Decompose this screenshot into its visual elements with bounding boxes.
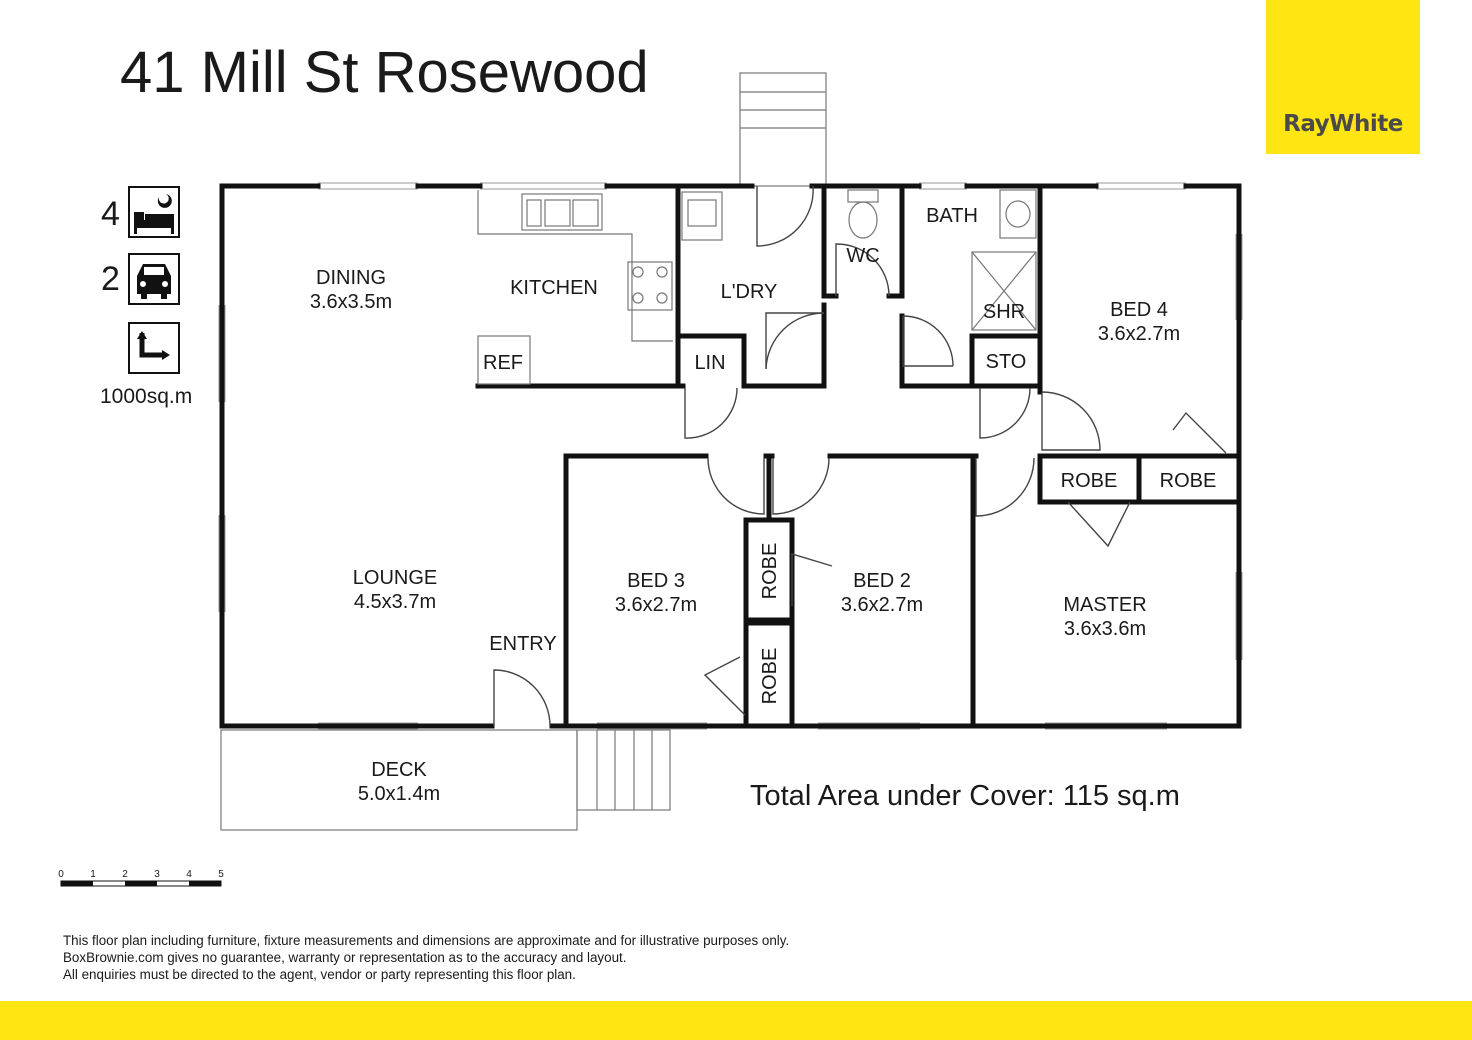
size-master: 3.6x3.6m xyxy=(1064,618,1146,640)
label-bed2: BED 2 xyxy=(853,570,911,592)
front-steps xyxy=(739,72,827,187)
label-ref: REF xyxy=(483,352,523,374)
land-area-icon xyxy=(128,322,180,374)
parking-count: 2 xyxy=(101,260,120,298)
scale-bar: 0 1 2 3 4 5 xyxy=(58,869,224,887)
scale-label: 3 xyxy=(154,869,160,880)
label-robe-upper: ROBE xyxy=(759,543,781,600)
scale-label: 5 xyxy=(218,869,224,880)
label-entry: ENTRY xyxy=(489,633,556,655)
size-bed3: 3.6x2.7m xyxy=(615,594,697,616)
total-area: Total Area under Cover: 115 sq.m xyxy=(750,780,1180,812)
footer-brand-bar xyxy=(0,1001,1472,1040)
label-dining: DINING xyxy=(316,267,386,289)
disclaimer-line: BoxBrownie.com gives no guarantee, warra… xyxy=(63,950,627,965)
label-deck: DECK xyxy=(371,759,427,781)
label-linen: LIN xyxy=(694,352,725,374)
label-storage: STO xyxy=(986,351,1027,373)
size-dining: 3.6x3.5m xyxy=(310,291,392,313)
bed-icon xyxy=(128,186,180,238)
raywhite-logo: RayWhite xyxy=(1266,0,1420,154)
scale-label: 1 xyxy=(90,869,96,880)
room-labels: DINING 3.6x3.5m KITCHEN REF L'DRY LIN WC… xyxy=(310,205,1216,805)
label-bath: BATH xyxy=(926,205,978,227)
label-laundry: L'DRY xyxy=(721,281,778,303)
label-shower: SHR xyxy=(983,301,1025,323)
brand-name: RayWhite xyxy=(1283,111,1403,137)
scale-label: 2 xyxy=(122,869,128,880)
label-bed3: BED 3 xyxy=(627,570,685,592)
rear-steps xyxy=(576,729,671,811)
label-robe-lower: ROBE xyxy=(759,648,781,705)
size-bed4: 3.6x2.7m xyxy=(1098,323,1180,345)
label-bed4: BED 4 xyxy=(1110,299,1168,321)
walls xyxy=(219,183,1242,729)
property-title: 41 Mill St Rosewood xyxy=(120,40,649,105)
doors xyxy=(493,185,1227,727)
label-kitchen: KITCHEN xyxy=(510,277,598,299)
disclaimer: This floor plan including furniture, fix… xyxy=(63,932,789,983)
size-bed2: 3.6x2.7m xyxy=(841,594,923,616)
label-lounge: LOUNGE xyxy=(353,567,437,589)
scale-label: 4 xyxy=(186,869,192,880)
bedroom-count: 4 xyxy=(101,195,120,233)
windows xyxy=(218,182,1243,730)
scale-label: 0 xyxy=(58,869,64,880)
size-lounge: 4.5x3.7m xyxy=(354,591,436,613)
label-robe-bed4: ROBE xyxy=(1160,470,1217,492)
disclaimer-line: All enquiries must be directed to the ag… xyxy=(63,967,576,982)
disclaimer-line: This floor plan including furniture, fix… xyxy=(63,933,790,948)
label-robe-master: ROBE xyxy=(1061,470,1118,492)
label-wc: WC xyxy=(846,245,879,267)
kitchen-fixtures xyxy=(477,189,1037,385)
size-deck: 5.0x1.4m xyxy=(358,783,440,805)
car-icon xyxy=(128,253,180,305)
label-master: MASTER xyxy=(1063,594,1146,616)
land-area: 1000sq.m xyxy=(100,385,193,408)
